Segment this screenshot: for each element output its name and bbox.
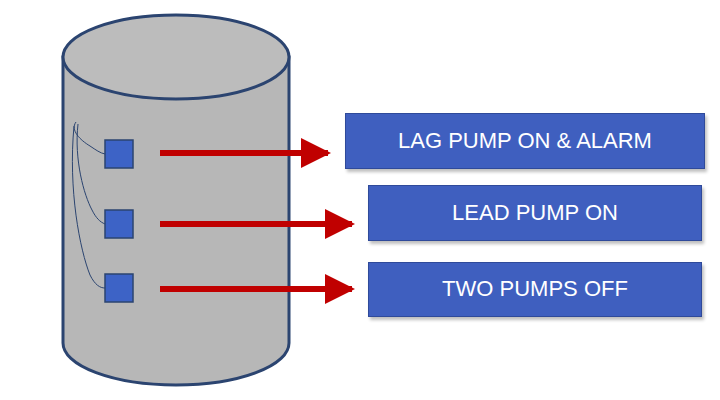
status-box: TWO PUMPS OFF xyxy=(368,262,702,317)
tank-top xyxy=(63,15,289,99)
level-switches xyxy=(105,140,133,302)
status-box: LAG PUMP ON & ALARM xyxy=(345,113,705,169)
box-label: LAG PUMP ON & ALARM xyxy=(398,128,652,154)
status-box: LEAD PUMP ON xyxy=(368,185,702,241)
box-label: TWO PUMPS OFF xyxy=(442,276,628,302)
float-wires xyxy=(72,122,105,288)
box-label: LEAD PUMP ON xyxy=(452,200,618,226)
signal-arrows xyxy=(160,153,352,289)
